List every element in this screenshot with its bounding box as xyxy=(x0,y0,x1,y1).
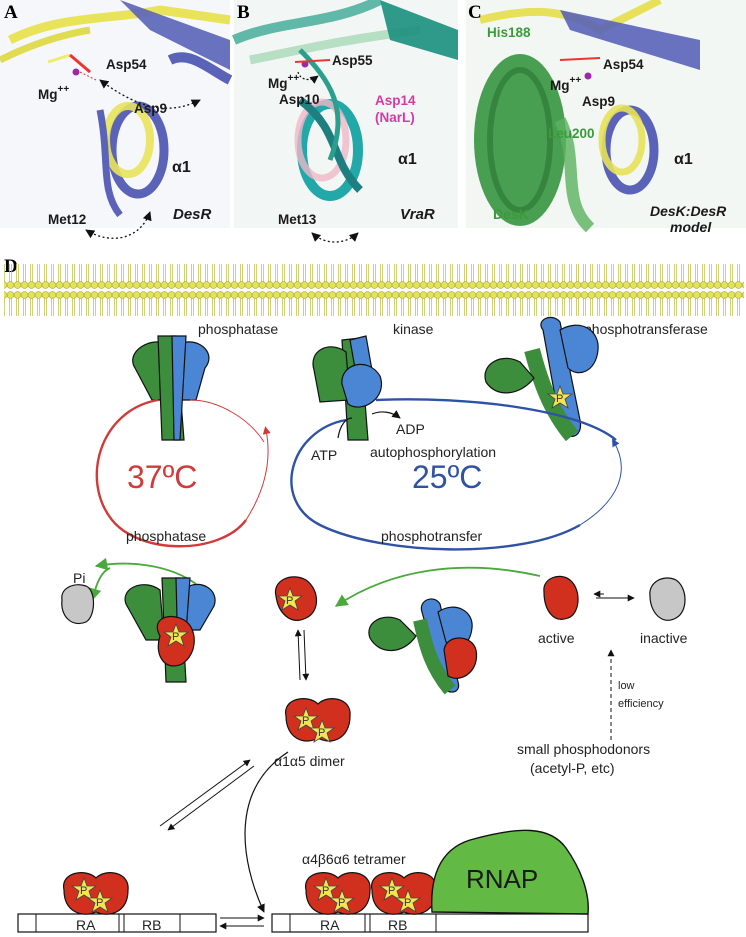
asp55-label: Asp55 xyxy=(332,53,373,68)
pi-label: Pi xyxy=(73,570,85,586)
rnap-shape xyxy=(431,829,589,915)
desk-desr-label: DesK:DesR xyxy=(650,203,727,219)
cycle-37c: 37ºC phosphatase xyxy=(95,398,271,548)
cycle-25c: 25ºC phosphotransfer xyxy=(290,398,622,551)
mg-label-b: Mg++ xyxy=(268,73,299,91)
rb-label-left: RB xyxy=(142,917,161,933)
inactive-regulator-right xyxy=(649,577,686,621)
phospho-mark-left-1: P xyxy=(80,885,87,897)
phospho-mark-dimer-2: P xyxy=(318,727,325,739)
phospho-mark-complex: P xyxy=(172,631,179,643)
state-phosphotransferase: phosphotransferase xyxy=(584,321,708,337)
panel-b-letter: B xyxy=(237,2,250,23)
met12-label: Met12 xyxy=(48,212,86,227)
phospho-dimer: P P xyxy=(285,698,351,743)
lipid-membrane xyxy=(4,258,744,316)
promoter-dna-left: RA RB P P xyxy=(17,872,217,933)
state-kinase: kinase xyxy=(393,321,434,337)
phospho-regulator-monomer: P xyxy=(274,576,318,621)
desk-desr-phosphatase-complex: P xyxy=(124,577,216,683)
desk-phosphatase-state xyxy=(132,335,210,441)
ra-label-left: RA xyxy=(76,917,96,933)
low-label: low xyxy=(618,680,635,692)
leu200-label: Leu200 xyxy=(548,126,595,141)
phospho-mark-right-4: P xyxy=(404,897,411,909)
arc-phosphotransfer: phosphotransfer xyxy=(381,528,483,544)
ra-label-right: RA xyxy=(320,917,340,933)
mg-ion-marker xyxy=(72,68,80,76)
vrar-label: VraR xyxy=(400,206,435,223)
asp54-label: Asp54 xyxy=(106,57,147,72)
panel-a: A Asp54 Mg++ Asp9 α1 Met12 DesR xyxy=(0,0,233,239)
temp-25c: 25ºC xyxy=(412,459,482,495)
alpha1-label-b: α1 xyxy=(398,151,417,168)
phospho-mark-right-1: P xyxy=(322,885,329,897)
dimer-label: α1α5 dimer xyxy=(274,753,345,769)
panel-c: C His188 Mg++ Asp54 Asp9 Leu200 α1 DesK … xyxy=(466,0,746,235)
atp-label: ATP xyxy=(311,447,337,463)
inactive-regulator-left xyxy=(61,584,95,625)
met13-label: Met13 xyxy=(278,212,317,227)
tetramer-label: α4β6α6 tetramer xyxy=(302,851,406,867)
alpha1-label-c: α1 xyxy=(674,151,693,168)
panel-a-letter: A xyxy=(4,2,18,23)
phospho-mark-right-2: P xyxy=(338,897,345,909)
phospho-mark-dimer-1: P xyxy=(302,715,309,727)
panel-c-letter: C xyxy=(468,2,482,23)
asp54-label-c: Asp54 xyxy=(603,57,644,72)
arc-phosphatase: phosphatase xyxy=(126,528,206,544)
panel-b: B Asp55 Mg++ Asp10 Asp14 (NarL) α1 Met13… xyxy=(232,0,458,243)
desk-phosphotransferase-state: P xyxy=(484,316,599,442)
acetyl-p-label: (acetyl-P, etc) xyxy=(530,760,615,776)
rnap-label: RNAP xyxy=(466,864,538,894)
promoter-dna-right: RA RB P P P P RNAP xyxy=(271,829,589,933)
small-phosphodonors-label: small phosphodonors xyxy=(517,741,650,757)
active-regulator xyxy=(543,575,579,620)
phospho-mark-monomer: P xyxy=(286,595,293,607)
temp-37c: 37ºC xyxy=(127,459,197,495)
panel-d: D phosphatase kinase phosphotransferase xyxy=(4,256,744,933)
his188-label: His188 xyxy=(487,25,531,40)
model-label: model xyxy=(670,219,712,235)
desk-desr-phosphotransfer-complex xyxy=(368,598,478,695)
inactive-label: inactive xyxy=(640,630,688,646)
narl-label: (NarL) xyxy=(375,110,415,125)
efficiency-label: efficiency xyxy=(618,698,664,710)
state-phosphatase: phosphatase xyxy=(198,321,278,337)
asp9-label: Asp9 xyxy=(134,101,167,116)
phospho-mark-transferase: P xyxy=(556,393,563,405)
rb-label-right: RB xyxy=(388,917,407,933)
asp14-label: Asp14 xyxy=(375,93,416,108)
active-label: active xyxy=(538,630,575,646)
phospho-mark-right-3: P xyxy=(388,885,395,897)
adp-label: ADP xyxy=(396,421,425,437)
desk-label: DesK xyxy=(493,206,529,222)
desr-label: DesR xyxy=(173,206,212,223)
asp9-label-c: Asp9 xyxy=(582,94,615,109)
mg-label: Mg++ xyxy=(38,84,69,102)
mg-label-c: Mg++ xyxy=(550,75,581,93)
desk-kinase-state xyxy=(312,335,383,441)
phospho-mark-left-2: P xyxy=(96,897,103,909)
alpha1-label: α1 xyxy=(172,159,191,176)
asp10-label: Asp10 xyxy=(279,92,320,107)
autophosphorylation-label: autophosphorylation xyxy=(370,444,496,460)
